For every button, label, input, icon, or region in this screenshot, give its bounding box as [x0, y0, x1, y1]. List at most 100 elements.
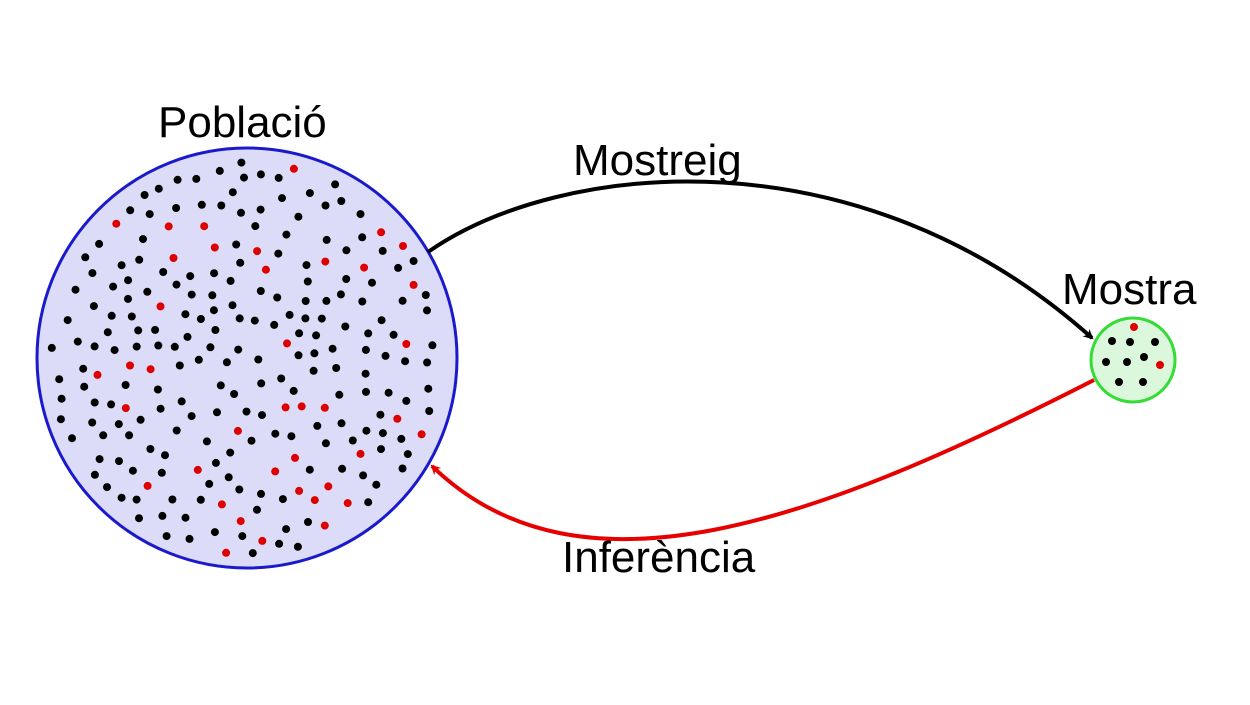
population-dot	[402, 396, 411, 405]
sample-dot	[1140, 353, 1148, 361]
sampling-label: Mostreig	[573, 136, 742, 185]
population-dot	[277, 374, 286, 383]
population-dot	[88, 418, 97, 427]
population-dot-red	[169, 254, 178, 262]
population-dot	[143, 287, 152, 296]
population-dot	[95, 455, 104, 464]
population-dot	[254, 355, 263, 364]
population-dot	[88, 269, 97, 278]
population-dot	[226, 276, 235, 285]
population-dot-red	[377, 228, 386, 237]
population-dot-red	[321, 257, 330, 266]
population-dot	[294, 212, 303, 221]
sampling-arrow	[426, 179, 1094, 340]
population-dot	[362, 387, 370, 396]
population-dot	[211, 458, 220, 467]
sample-dot	[1123, 358, 1131, 366]
population-dot	[135, 255, 144, 264]
population-dot	[63, 316, 72, 325]
population-dot	[271, 429, 280, 438]
population-dot-red	[258, 536, 267, 545]
population-dot	[157, 468, 166, 477]
population-dot	[80, 382, 89, 391]
population-dot	[273, 293, 282, 302]
population-dot	[135, 514, 143, 523]
population-dot	[197, 200, 206, 209]
population-dot	[172, 204, 181, 212]
population-dot-red	[121, 404, 130, 413]
population-dot	[222, 358, 231, 367]
population-dot	[134, 326, 143, 335]
population-dot	[274, 173, 283, 182]
population-dot	[228, 188, 237, 197]
population-dot	[235, 485, 244, 494]
population-dot-red	[343, 499, 352, 508]
population-dot	[394, 263, 403, 272]
population-dot-red	[156, 302, 165, 311]
population-dot-red	[402, 340, 411, 348]
population-dot	[310, 349, 319, 358]
population-dot	[341, 322, 350, 331]
population-dot	[342, 246, 351, 255]
population-dot	[242, 407, 251, 416]
population-dot	[381, 351, 390, 360]
population-dot	[362, 426, 371, 435]
population-dot	[47, 343, 56, 352]
population-dot	[337, 419, 346, 428]
population-dot	[237, 158, 246, 167]
sample-dot	[1139, 378, 1147, 386]
population-dot	[364, 329, 373, 338]
population-dot	[173, 175, 182, 184]
population-dot	[132, 495, 141, 504]
population-dot	[151, 325, 160, 334]
population-dot	[153, 385, 162, 394]
population-dot	[397, 434, 406, 443]
population-dot	[293, 542, 302, 551]
population-dot	[206, 343, 215, 352]
population-dot	[194, 355, 203, 364]
population-dot	[99, 431, 108, 440]
population-dot	[304, 518, 312, 526]
population-dot	[317, 314, 326, 323]
population-dot-red	[93, 370, 102, 379]
population-dot	[230, 390, 239, 398]
population-dot-red	[360, 263, 369, 272]
inference-label: Inferència	[562, 533, 756, 582]
population-dot	[378, 429, 387, 438]
population-dot-red	[143, 481, 152, 490]
population-dot	[309, 366, 318, 375]
population-dot	[172, 426, 181, 435]
population-dots	[47, 158, 437, 558]
population-dot	[140, 191, 149, 199]
population-dot	[181, 513, 190, 522]
population-dot	[175, 361, 184, 370]
population-dot	[312, 331, 321, 340]
population-dot	[56, 415, 65, 424]
population-dot	[313, 421, 322, 430]
population-dot	[161, 451, 169, 460]
population-dot	[114, 420, 123, 429]
population-dot	[154, 184, 163, 193]
population-dot	[235, 314, 244, 323]
population-dot	[237, 208, 245, 217]
population-dot-red	[289, 164, 298, 173]
population-dot-red	[271, 467, 280, 476]
population-dot	[384, 388, 393, 397]
population-dot	[224, 473, 233, 482]
population-dot	[377, 445, 385, 454]
population-dot-red	[193, 465, 202, 474]
sample-dot-red	[1156, 361, 1164, 369]
population-dot	[335, 390, 344, 399]
population-dot-red	[320, 521, 329, 530]
population-dot	[215, 166, 224, 175]
population-dot	[256, 205, 265, 214]
population-dot	[217, 201, 226, 210]
population-dot	[361, 369, 370, 378]
population-dot	[107, 400, 116, 409]
population-dot	[338, 464, 347, 473]
population-dot	[187, 290, 196, 299]
population-dot	[389, 330, 398, 339]
population-dot	[322, 235, 331, 244]
population-dot	[126, 206, 135, 215]
